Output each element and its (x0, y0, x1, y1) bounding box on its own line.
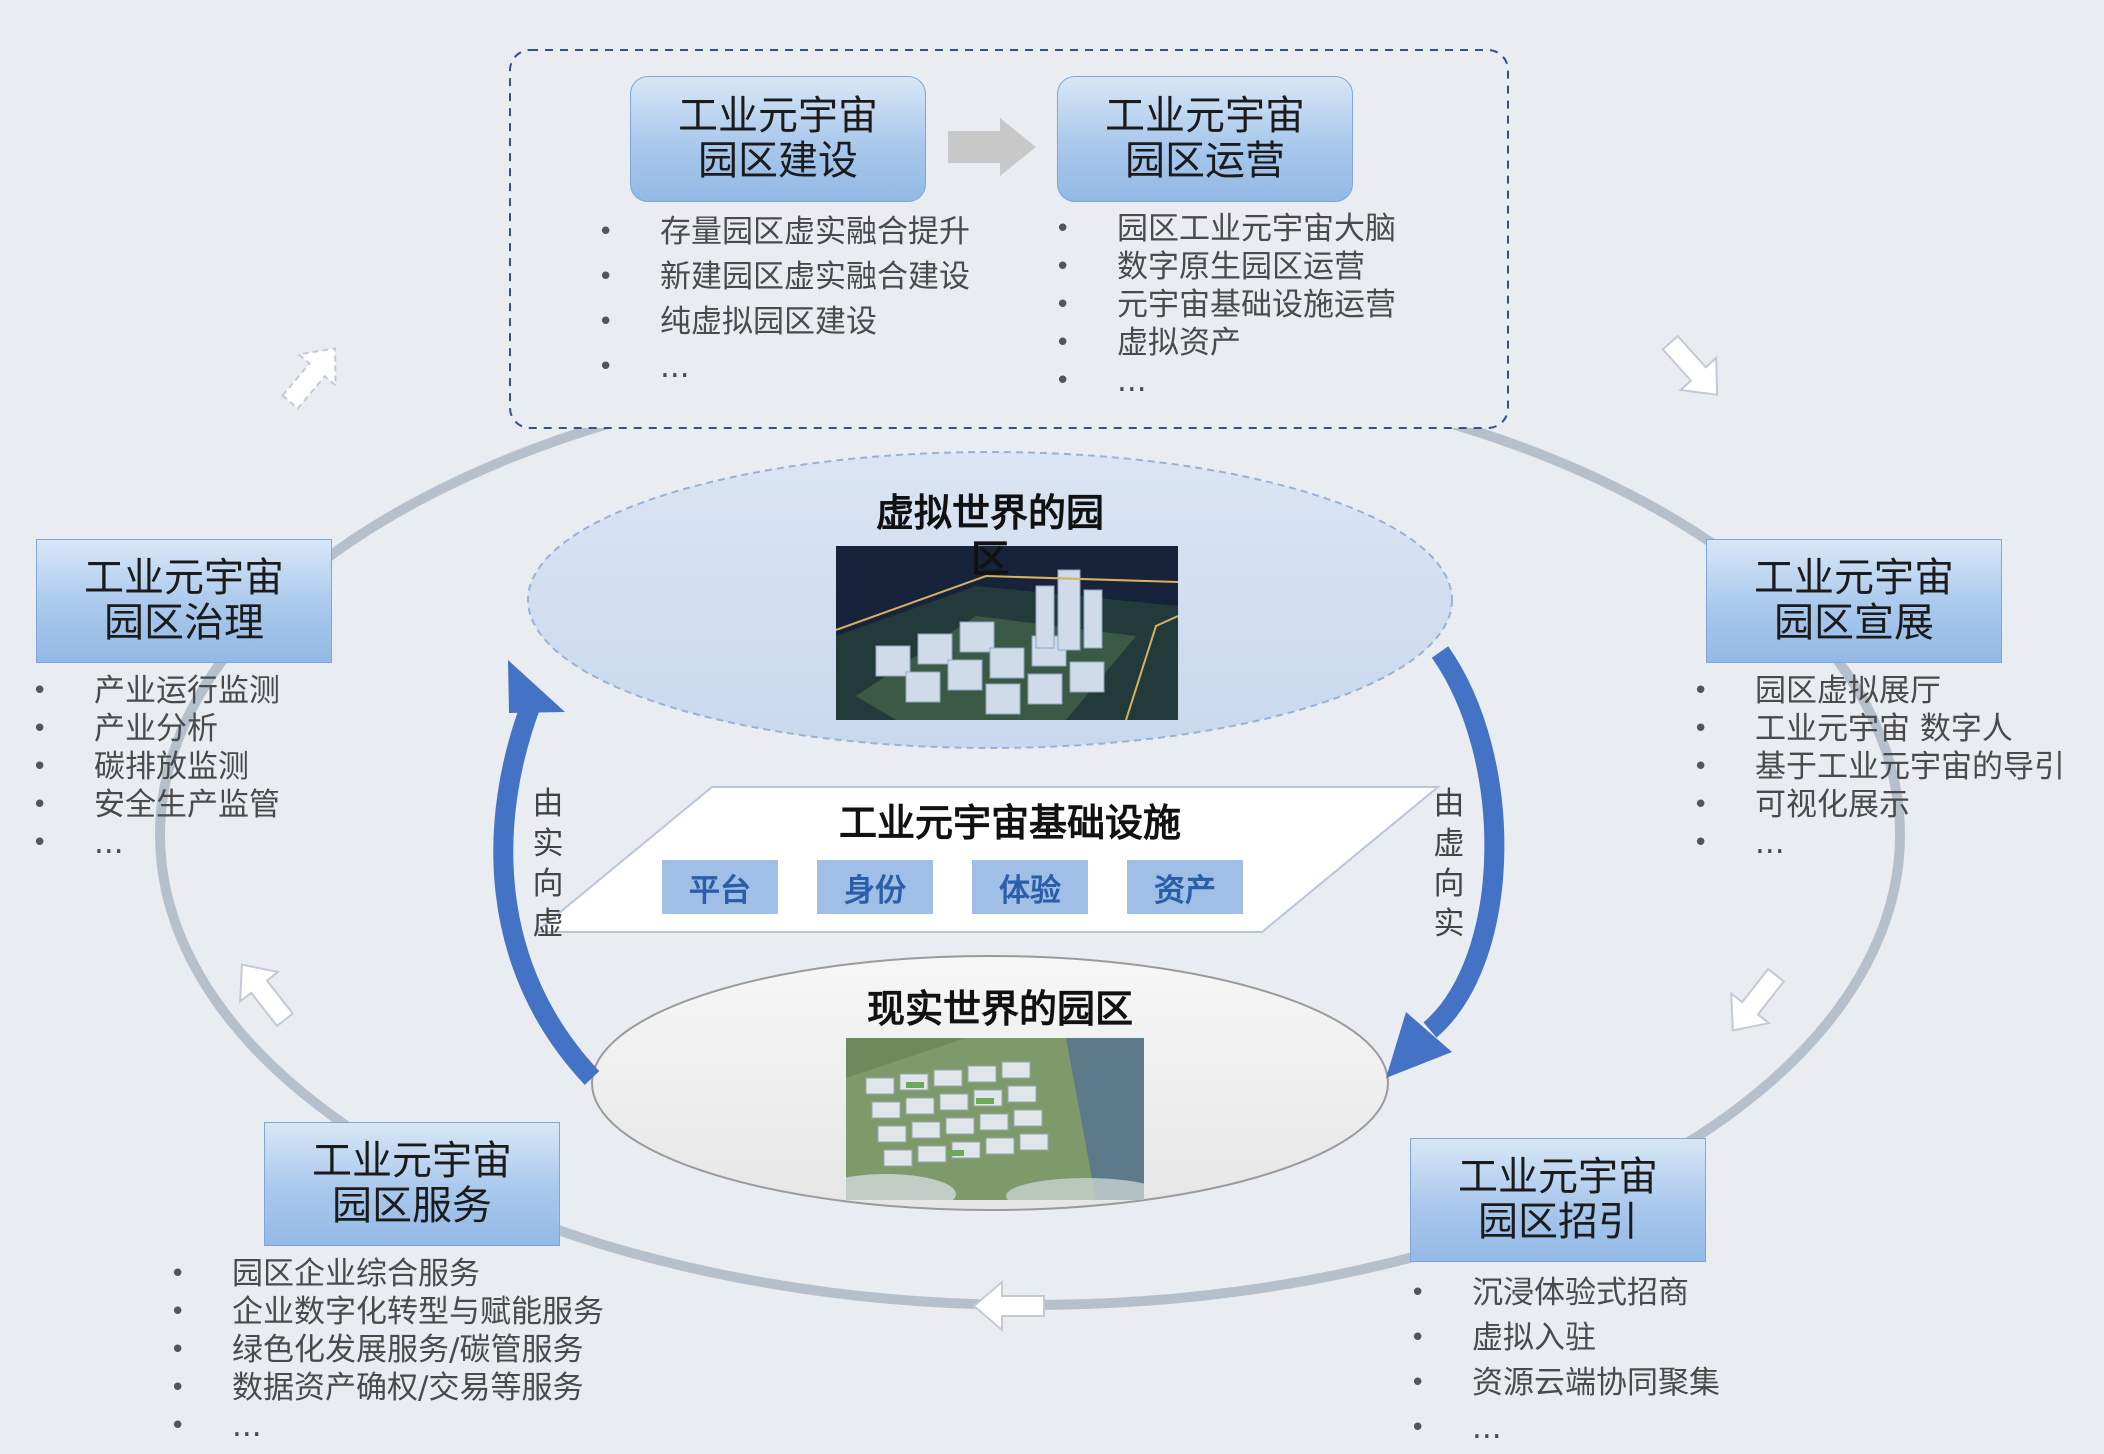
label-char: 由 (1433, 786, 1465, 822)
park-attraction-list: 沉浸体验式招商 虚拟入驻 资源云端协同聚集 ... (1410, 1271, 1720, 1451)
label-char: 虚 (1433, 826, 1465, 862)
park-promotion-box: 工业元宇宙 园区宣展 (1706, 539, 2002, 663)
park-construction-title-line2: 园区建设 (698, 138, 858, 184)
list-item: 产业运行监测 (32, 672, 280, 710)
virtual-to-real-arrow (1423, 646, 1505, 1038)
park-governance-title-line1: 工业元宇宙 (84, 555, 284, 602)
list-item: 资源云端协同聚集 (1410, 1361, 1720, 1406)
virtual-park-title-line1: 虚拟世界的园 (875, 491, 1104, 535)
park-governance-box: 工业元宇宙 园区治理 (36, 539, 332, 663)
list-item: 存量园区虚实融合提升 (598, 210, 970, 255)
park-construction-list: 存量园区虚实融合提升 新建园区虚实融合建设 纯虚拟园区建设 ... (598, 210, 970, 390)
label-char: 实 (532, 826, 564, 862)
park-governance-title-line2: 园区治理 (104, 600, 264, 646)
real-park-title: 现实世界的园区 (866, 987, 1133, 1031)
label-char: 实 (1433, 906, 1465, 942)
list-item: ... (170, 1407, 604, 1445)
park-promotion-title-line1: 工业元宇宙 (1754, 555, 1954, 602)
virtual-park-render (836, 546, 1178, 720)
list-item: 新建园区虚实融合建设 (598, 255, 970, 300)
park-service-title-line2: 园区服务 (332, 1183, 492, 1229)
park-service-list: 园区企业综合服务 企业数字化转型与赋能服务 绿色化发展服务/碳管服务 数据资产确… (170, 1255, 604, 1445)
real-park-image (846, 1038, 1144, 1200)
park-operation-list: 园区工业元宇宙大脑 数字原生园区运营 元宇宙基础设施运营 虚拟资产 ... (1055, 210, 1396, 400)
cycle-arrow-top-left (281, 347, 337, 410)
list-item: 沉浸体验式招商 (1410, 1271, 1720, 1316)
park-promotion-list: 园区虚拟展厅 工业元宇宙 数字人 基于工业元宇宙的导引 可视化展示 ... (1693, 672, 2065, 862)
list-item: 企业数字化转型与赋能服务 (170, 1293, 604, 1331)
list-item: 纯虚拟园区建设 (598, 300, 970, 345)
label-char: 由 (532, 786, 564, 822)
infra-platform-button[interactable]: 平台 (662, 860, 778, 914)
label-char: 虚 (532, 906, 564, 942)
list-item: 可视化展示 (1693, 786, 2065, 824)
virtual-park-title-wrap: 区 (830, 536, 1150, 582)
infra-asset-button[interactable]: 资产 (1127, 860, 1243, 914)
list-item: 碳排放监测 (32, 748, 280, 786)
cycle-arrow-right (1730, 967, 1786, 1032)
list-item: ... (598, 345, 970, 390)
infra-identity-button[interactable]: 身份 (817, 860, 933, 914)
list-item: ... (32, 824, 280, 862)
cycle-arrow-bottom-left (239, 963, 295, 1028)
park-promotion-title-line2: 园区宣展 (1774, 600, 1934, 646)
list-item: 园区企业综合服务 (170, 1255, 604, 1293)
list-item: 基于工业元宇宙的导引 (1693, 748, 2065, 786)
real-to-virtual-arrow (493, 698, 600, 1085)
list-item: 绿色化发展服务/碳管服务 (170, 1331, 604, 1369)
park-construction-title-line1: 工业元宇宙 (678, 93, 878, 140)
list-item: ... (1410, 1406, 1720, 1451)
virtual-park-title: 虚拟世界的园 (830, 490, 1150, 536)
park-construction-box: 工业元宇宙 园区建设 (630, 76, 926, 202)
label-char: 向 (1433, 866, 1465, 902)
park-operation-title-line1: 工业元宇宙 (1105, 93, 1305, 140)
list-item: 虚拟资产 (1055, 324, 1396, 362)
park-operation-title-line2: 园区运营 (1125, 138, 1285, 184)
list-item: ... (1055, 362, 1396, 400)
park-governance-list: 产业运行监测 产业分析 碳排放监测 安全生产监管 ... (32, 672, 280, 862)
list-item: 园区虚拟展厅 (1693, 672, 2065, 710)
virtual-to-real-arrowhead (1386, 1012, 1452, 1078)
infra-experience-button[interactable]: 体验 (972, 860, 1088, 914)
cycle-arrow-top-right (1661, 334, 1719, 396)
park-attraction-title-line2: 园区招引 (1478, 1199, 1638, 1245)
label-char: 向 (532, 866, 564, 902)
park-attraction-box: 工业元宇宙 园区招引 (1410, 1138, 1706, 1262)
real-park-render (846, 1038, 1144, 1200)
real-to-virtual-arrowhead (508, 660, 565, 713)
list-item: ... (1693, 824, 2065, 862)
list-item: 园区工业元宇宙大脑 (1055, 210, 1396, 248)
list-item: 数据资产确权/交易等服务 (170, 1369, 604, 1407)
virtual-park-title-line2: 区 (970, 537, 1009, 581)
list-item: 产业分析 (32, 710, 280, 748)
build-to-operate-arrow (948, 118, 1036, 176)
list-item: 安全生产监管 (32, 786, 280, 824)
park-service-box: 工业元宇宙 园区服务 (264, 1122, 560, 1246)
park-operation-box: 工业元宇宙 园区运营 (1057, 76, 1353, 202)
list-item: 工业元宇宙 数字人 (1693, 710, 2065, 748)
virtual-park-image (836, 546, 1178, 720)
cycle-arrow-bottom (972, 1279, 1045, 1333)
virtual-to-real-label: 由 虚 向 实 (1429, 784, 1469, 944)
real-to-virtual-label: 由 实 向 虚 (528, 784, 568, 944)
list-item: 虚拟入驻 (1410, 1316, 1720, 1361)
list-item: 元宇宙基础设施运营 (1055, 286, 1396, 324)
list-item: 数字原生园区运营 (1055, 248, 1396, 286)
infrastructure-title: 工业元宇宙基础设施 (838, 801, 1181, 845)
park-attraction-title-line1: 工业元宇宙 (1458, 1154, 1658, 1201)
park-service-title-line1: 工业元宇宙 (312, 1138, 512, 1185)
